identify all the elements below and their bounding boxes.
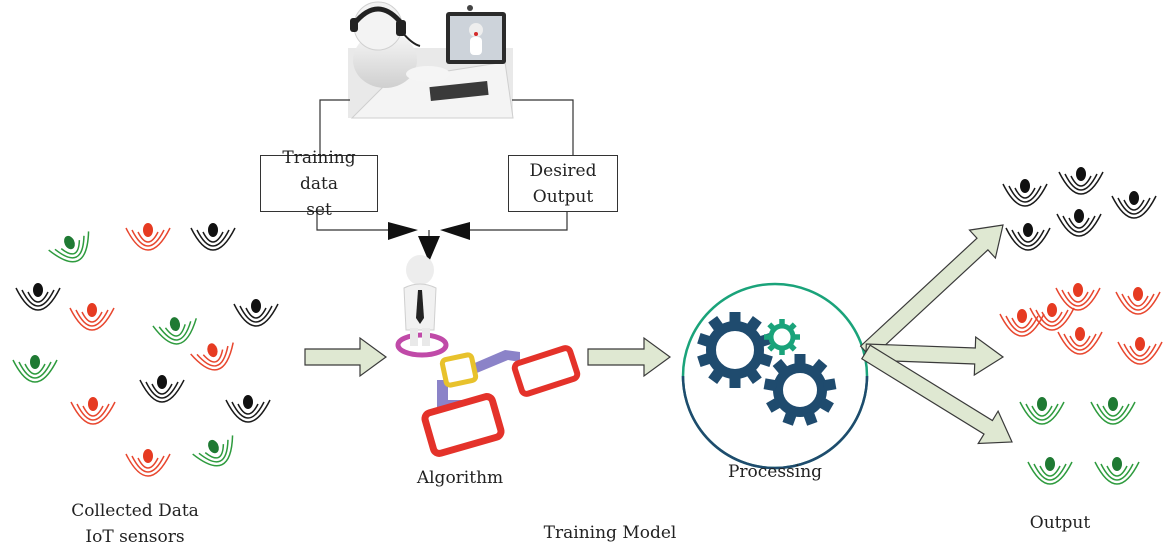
block-arrow — [860, 344, 1013, 445]
wifi-sensor-icon — [1090, 397, 1136, 425]
wifi-sensor-icon — [1005, 223, 1051, 251]
training-data-set-box: Training data set — [260, 148, 378, 220]
wifi-sensor-icon — [1055, 283, 1101, 311]
algorithm-label: Algorithm — [416, 468, 504, 488]
wifi-sensor-icon — [1115, 287, 1161, 315]
wifi-sensor-icon — [1002, 179, 1048, 207]
wifi-sensor-icon — [48, 231, 90, 263]
wifi-sensor-icon — [225, 395, 271, 423]
wifi-sensor-icon — [233, 299, 279, 327]
wifi-sensor-icon — [192, 435, 234, 467]
gears-icon — [697, 312, 837, 426]
iot-sensors — [12, 167, 1163, 485]
wifi-sensor-icon — [1056, 209, 1102, 237]
wifi-sensor-icon — [139, 375, 185, 403]
block-arrow — [587, 336, 672, 378]
businessman-flowchart-icon — [395, 255, 581, 457]
flow-arrows — [304, 224, 1013, 445]
wifi-sensor-icon — [1094, 457, 1140, 485]
training-model-label: Training Model — [543, 523, 677, 543]
wifi-sensor-icon — [999, 309, 1045, 337]
block-arrow — [304, 336, 388, 378]
wifi-sensor-icon — [70, 397, 116, 425]
wifi-sensor-icon — [1029, 303, 1075, 331]
desired-output-box: Desired Output — [508, 155, 618, 212]
output-label: Output — [1029, 513, 1091, 533]
wifi-sensor-icon — [152, 317, 197, 345]
wifi-sensor-icon — [1019, 397, 1065, 425]
wifi-sensor-icon — [1117, 337, 1163, 365]
wifi-sensor-icon — [1058, 167, 1104, 195]
wifi-sensor-icon — [125, 223, 171, 251]
person-at-computer-icon — [348, 1, 514, 119]
wifi-sensor-icon — [1111, 191, 1157, 219]
wifi-sensor-icon — [15, 283, 61, 311]
block-arrow — [859, 224, 1004, 359]
wifi-sensor-icon — [1057, 327, 1103, 355]
wifi-sensor-icon — [12, 355, 58, 383]
merge-arrowheads — [388, 222, 470, 262]
gear-icon — [697, 312, 773, 388]
wifi-sensor-icon — [125, 449, 171, 477]
wifi-sensor-icon — [69, 303, 115, 331]
processing-label: Processing — [727, 462, 823, 482]
processing-circle-lower — [681, 375, 869, 470]
wifi-sensor-icon — [1027, 457, 1073, 485]
gear-icon — [764, 319, 800, 355]
collected-data-label: Collected Data IoT sensors — [71, 501, 199, 547]
gear-icon — [763, 354, 837, 426]
wifi-sensor-icon — [190, 223, 236, 251]
wifi-sensor-icon — [190, 342, 234, 371]
block-arrow — [865, 335, 1005, 377]
